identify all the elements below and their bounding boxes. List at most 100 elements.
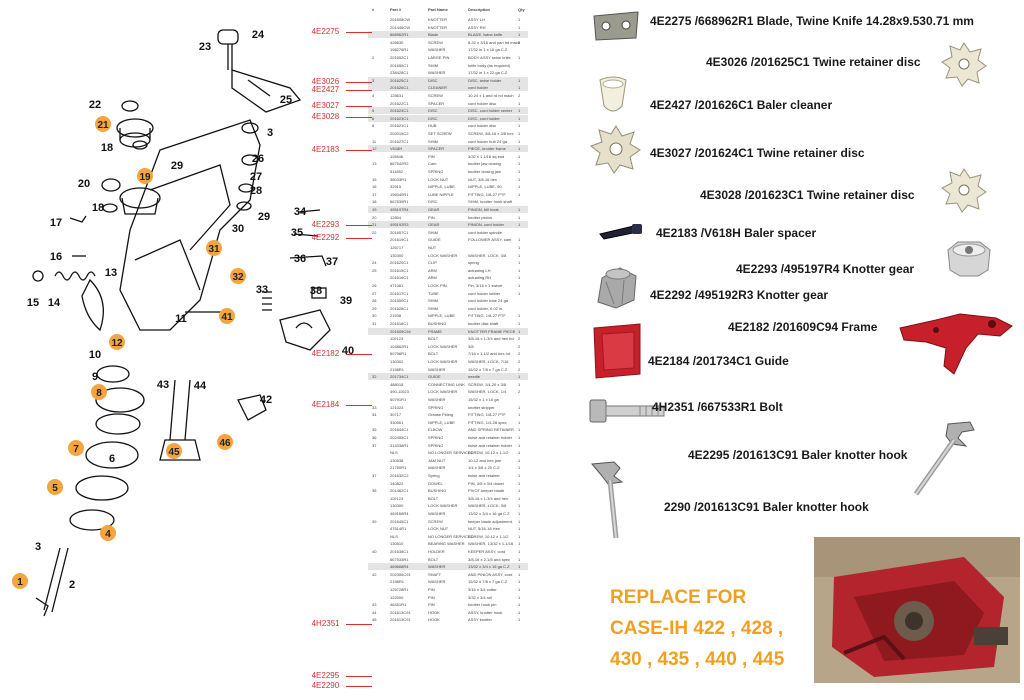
table-cell-desc: SCREW, 10-12 x 1-1/2 [468, 450, 509, 456]
table-cell-qty: 2 [518, 359, 521, 364]
table-ref-4e3028: 4E3028 [311, 112, 340, 121]
callout-34: 34 [294, 206, 307, 218]
table-ref-arrow [346, 405, 372, 406]
table-cell-desc: WASHER, LOCK, 7/16 [468, 359, 509, 364]
callout-41: 41 [219, 308, 235, 324]
callout-6: 6 [109, 453, 115, 465]
knotter-assembly-image [814, 537, 1020, 683]
table-cell-item: 37 [372, 473, 377, 478]
table-cell-qty: 1 [518, 32, 521, 38]
callout-text-37: 37 [326, 256, 338, 268]
baler-spacer-icon [599, 224, 642, 240]
table-cell-qty: 1 [518, 457, 521, 463]
callout-16: 16 [50, 251, 62, 263]
callout-44: 44 [194, 380, 207, 392]
knotter-hook-icon [913, 421, 975, 496]
table-cell-name: GUIDE [428, 374, 441, 380]
table-cell-name: BOLT [428, 336, 439, 342]
callout-text-25: 25 [280, 94, 292, 106]
callout-text-3: 3 [35, 541, 41, 553]
table-cell-item: 8 [372, 123, 375, 129]
table-cell-part: 198276R1 [390, 47, 409, 53]
table-cell-part: 667542R2 [390, 161, 409, 167]
callout-badge-45 [166, 443, 182, 459]
callout-25: 25 [280, 94, 292, 106]
table-cell-desc: NUT, 5/16-18 Hex [468, 526, 500, 532]
header-name: Part Name [428, 7, 448, 12]
table-cell-part: 110123 [390, 336, 404, 342]
table-cell-qty: 1 [518, 404, 521, 410]
table-cell-part: 202306C91 [390, 571, 411, 577]
catalog-item-2290: 2290 /201613C91 Baler knotter hook [664, 500, 869, 514]
retainer-disc-icon [590, 125, 641, 174]
table-cell-name: BUSHING [428, 488, 447, 494]
table-cell-name: CONNECTING LINK [428, 381, 465, 387]
table-cell-desc: cord holder, 0.02 in [468, 305, 503, 311]
callout-text-22: 22 [89, 99, 101, 111]
header-item: # [372, 7, 375, 12]
table-cell-name: SPRING [428, 442, 444, 448]
callout-badge-5 [47, 479, 63, 495]
callout-text-16: 16 [50, 251, 62, 263]
callout-badge-4 [100, 525, 116, 541]
table-cell-qty: 1 [518, 290, 521, 296]
table-cell-desc: knotter disk shaft [468, 321, 499, 326]
table-cell-name: DISC [428, 199, 438, 205]
table-cell-desc: WASHER, 13/32 x 1-1/16 [468, 541, 514, 547]
table-cell-part: 201616C1 [390, 275, 409, 281]
table-cell-item: 16 [372, 184, 377, 190]
callout-29: 29 [258, 211, 270, 223]
table-ref-4e2295: 4E2295 [311, 671, 340, 680]
callout-23: 23 [199, 41, 211, 53]
table-cell-desc: DISC, twine holder [468, 77, 502, 83]
table-cell-qty: 2 [518, 366, 521, 372]
table-cell-qty: 1 [518, 222, 521, 228]
table-cell-qty: 1 [518, 321, 521, 326]
table-cell-part: 201617C1 [390, 290, 409, 296]
table-cell-desc: 17/32 in 1 x 16 ga C.Z [468, 47, 508, 53]
callout-badge-8 [91, 384, 107, 400]
table-cell-desc: cord holder disc [468, 100, 497, 106]
table-cell-part: 469168R4 [390, 511, 409, 516]
table-cell-name: Cam [428, 161, 437, 167]
catalog-item-4e3028: 4E3028 /201623C1 Twine retainer disc [700, 188, 915, 202]
table-cell-name: LOCK NUT [428, 176, 449, 182]
callout-text-43: 43 [157, 379, 169, 391]
callout-text-27: 27 [250, 171, 262, 183]
table-cell-desc: 10-12 and hex jam [468, 457, 502, 463]
table-cell-part: 121023 [390, 404, 404, 410]
table-cell-desc: cord holder disc [468, 123, 497, 129]
callout-text-20: 20 [78, 178, 90, 190]
table-cell-name: SPRING [428, 404, 444, 410]
header-qty: Qty [518, 7, 525, 12]
callout-29: 29 [171, 160, 183, 172]
table-cell-desc: 8-32 x 3/16 and pan hd mach [468, 39, 521, 45]
table-cell-name: DISC [428, 108, 438, 114]
table-cell-desc: SCREW, 1/4-20 x 3/8 [468, 381, 507, 387]
table-cell-name: LOCK WASHER [428, 343, 458, 349]
table-cell-desc: 7/16 x 1-1/2 and hex hd [468, 351, 511, 357]
table-cell-name: Blade [428, 32, 439, 38]
table-cell-desc: PIN, 3/8 x 3/4 dowel [468, 480, 504, 486]
replace-line-2: CASE-IH 422 , 428 , [610, 618, 784, 639]
table-cell-name: Grease Fitting [428, 412, 454, 418]
table-cell-qty: 1 [518, 381, 521, 387]
table-cell-part: 201446CW [390, 24, 411, 30]
table-cell-part: 469668R4 [390, 564, 409, 570]
